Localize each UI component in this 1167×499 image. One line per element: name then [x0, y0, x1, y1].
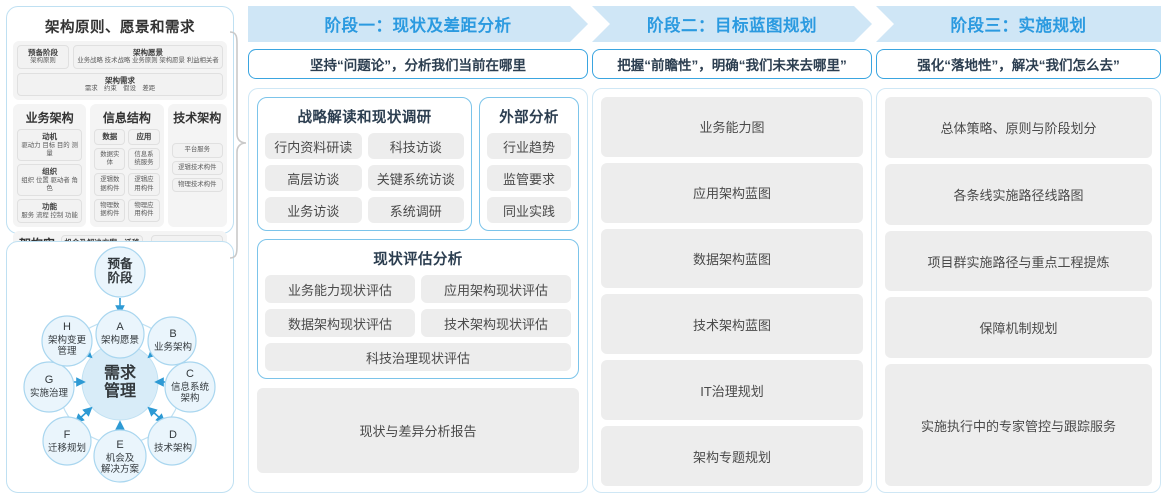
togaf-cell-function: 功能 服务 流程 控制 功能 — [17, 199, 83, 224]
svg-text:H: H — [63, 321, 71, 333]
svg-text:技术架构: 技术架构 — [154, 442, 192, 454]
togaf-cell-physical-app: 物理应用构件 — [128, 199, 160, 222]
svg-text:A: A — [116, 321, 124, 333]
togaf-cell-requirements: 架构需求 需求 约束 假设 差距 — [17, 72, 223, 97]
svg-text:预备: 预备 — [107, 256, 133, 271]
svg-text:B: B — [169, 328, 176, 340]
phase-2-body: 业务能力图 应用架构蓝图 数据架构蓝图 技术架构蓝图 IT治理规划 架构专题规划 — [592, 88, 872, 493]
tile-phase2-5[interactable]: 架构专题规划 — [601, 426, 863, 486]
card-strategy-research: 战略解读和现状调研 行内资料研读 科技访谈 高层访谈 关键系统访谈 业务访谈 系… — [257, 97, 472, 231]
svg-text:管理: 管理 — [104, 381, 136, 400]
tile-gap-analysis-report[interactable]: 现状与差异分析报告 — [257, 388, 579, 473]
svg-text:F: F — [64, 429, 71, 441]
togaf-column-information: 信息结构 数据 数据实体 逻辑数据构件 — [90, 104, 164, 228]
tile-assessment-0[interactable]: 业务能力现状评估 — [265, 275, 415, 303]
svg-text:架构愿景: 架构愿景 — [101, 334, 139, 346]
togaf-cell-prelim: 预备阶段 架构原则 — [17, 45, 69, 69]
tile-external-1[interactable]: 监管要求 — [487, 165, 571, 191]
svg-text:机会及: 机会及 — [106, 452, 135, 464]
svg-text:架构: 架构 — [180, 392, 199, 404]
svg-text:管理: 管理 — [57, 345, 77, 357]
card-strategy-title: 战略解读和现状调研 — [297, 110, 432, 126]
tile-phase3-0[interactable]: 总体策略、原则与阶段划分 — [885, 97, 1152, 158]
togaf-cell-data: 数据 — [94, 129, 126, 145]
tile-phase2-1[interactable]: 应用架构蓝图 — [601, 162, 863, 223]
svg-text:解决方案: 解决方案 — [101, 463, 140, 475]
tile-assessment-3[interactable]: 技术架构现状评估 — [421, 309, 571, 337]
grouping-bracket-icon — [229, 31, 247, 259]
togaf-cell-motivation: 动机 驱动力 目标 目的 测量 — [17, 129, 83, 162]
svg-text:业务架构: 业务架构 — [154, 341, 192, 353]
svg-text:迁移规划: 迁移规划 — [48, 442, 86, 454]
togaf-cell-data-entity: 数据实体 — [94, 147, 126, 171]
tile-strategy-2[interactable]: 高层访谈 — [265, 165, 362, 191]
togaf-cell-is-service: 信息系统服务 — [128, 147, 160, 171]
svg-text:D: D — [169, 429, 177, 441]
togaf-cell-application: 应用 — [128, 129, 160, 145]
phase-3-body: 总体策略、原则与阶段划分 各条线实施路径线路图 项目群实施路径与重点工程提炼 保… — [876, 88, 1161, 493]
phase-ribbon-2: 阶段二：目标蓝图规划 — [592, 6, 872, 42]
svg-text:信息系统: 信息系统 — [171, 381, 210, 393]
card-assessment-title: 现状评估分析 — [373, 252, 463, 268]
phase-1-title: 阶段一：现状及差距分析 — [324, 17, 512, 35]
togaf-cell-vision: 架构愿景 业务战略 技术战略 业务原则 架构愿景 利益相关者 — [73, 45, 223, 69]
svg-text:需求: 需求 — [104, 363, 137, 382]
togaf-title: 架构原则、愿景和需求 — [45, 20, 195, 36]
togaf-architecture-columns: 业务架构 动机 驱动力 目标 目的 测量 组织 组织 位置 驱动者 角色 功能 — [13, 104, 228, 228]
tile-phase3-2[interactable]: 项目群实施路径与重点工程提炼 — [885, 230, 1152, 292]
togaf-vision-section: 预备阶段 架构原则 架构愿景 业务战略 技术战略 业务原则 架构愿景 利益相关者… — [13, 41, 227, 101]
svg-text:E: E — [116, 439, 123, 451]
phase-ribbon-3: 阶段三：实施规划 — [876, 6, 1161, 42]
togaf-cell-logical-tech: 逻辑技术构件 — [171, 160, 224, 176]
tile-phase2-3[interactable]: 技术架构蓝图 — [601, 294, 863, 355]
tile-strategy-4[interactable]: 业务访谈 — [265, 197, 362, 223]
phase-1-subtitle: 坚持“问题论”，分析我们当前在哪里 — [248, 49, 588, 79]
phase-2-title: 阶段二：目标蓝图规划 — [647, 17, 817, 35]
togaf-cell-physical-data: 物理数据构件 — [94, 199, 126, 222]
togaf-content-framework: 架构原则、愿景和需求 预备阶段 架构原则 架构愿景 业务战略 技术战略 业务原则… — [6, 6, 234, 273]
togaf-column-technology: 技术架构 平台服务 逻辑技术构件 物理技术构件 — [167, 104, 228, 228]
phase-1-body: 战略解读和现状调研 行内资料研读 科技访谈 高层访谈 关键系统访谈 业务访谈 系… — [248, 88, 588, 493]
svg-text:架构变更: 架构变更 — [48, 334, 87, 346]
svg-text:实施治理: 实施治理 — [30, 387, 69, 399]
phase-3-subtitle: 强化“落地性”，解决“我们怎么去” — [876, 49, 1161, 79]
tile-strategy-3[interactable]: 关键系统访谈 — [367, 165, 464, 191]
svg-text:G: G — [45, 374, 54, 386]
tile-phase2-2[interactable]: 数据架构蓝图 — [601, 228, 863, 289]
tile-phase2-0[interactable]: 业务能力图 — [601, 97, 863, 157]
adm-cycle-panel: 需求 管理 预备 阶段 A 架构愿景 — [6, 241, 234, 493]
togaf-cell-logical-app: 逻辑应用构件 — [128, 173, 160, 197]
togaf-cell-platform-service: 平台服务 — [171, 143, 224, 158]
tile-phase2-4[interactable]: IT治理规划 — [601, 360, 863, 421]
tile-phase3-1[interactable]: 各条线实施路径线路图 — [885, 163, 1152, 225]
tile-assessment-1[interactable]: 应用架构现状评估 — [421, 275, 571, 303]
card-external-analysis: 外部分析 行业趋势 监管要求 同业实践 — [479, 97, 579, 231]
tile-phase3-4[interactable]: 实施执行中的专家管控与跟踪服务 — [885, 364, 1152, 486]
svg-text:C: C — [186, 368, 194, 380]
phase-2-subtitle: 把握“前瞻性”，明确“我们未来去哪里” — [592, 49, 872, 79]
tile-assessment-governance[interactable]: 科技治理现状评估 — [265, 343, 571, 371]
card-current-assessment: 现状评估分析 业务能力现状评估 应用架构现状评估 数据架构现状评估 技术架构现状… — [257, 239, 579, 379]
togaf-cell-logical-data: 逻辑数据构件 — [94, 173, 126, 197]
tile-strategy-0[interactable]: 行内资料研读 — [265, 133, 362, 159]
phase-3-title: 阶段三：实施规划 — [950, 17, 1087, 35]
left-column: 架构原则、愿景和需求 预备阶段 架构原则 架构愿景 业务战略 技术战略 业务原则… — [6, 6, 234, 493]
svg-text:阶段: 阶段 — [107, 270, 133, 285]
card-external-title: 外部分析 — [499, 110, 559, 126]
togaf-cell-physical-tech: 物理技术构件 — [171, 178, 224, 193]
tile-external-0[interactable]: 行业趋势 — [487, 133, 571, 159]
phase-ribbon-1: 阶段一：现状及差距分析 — [248, 6, 588, 42]
tile-strategy-5[interactable]: 系统调研 — [367, 197, 464, 223]
tile-strategy-1[interactable]: 科技访谈 — [367, 133, 464, 159]
togaf-column-business: 业务架构 动机 驱动力 目标 目的 测量 组织 组织 位置 驱动者 角色 功能 — [13, 104, 87, 228]
togaf-cell-organization: 组织 组织 位置 驱动者 角色 — [17, 164, 83, 197]
adm-cycle-diagram: 需求 管理 预备 阶段 A 架构愿景 — [23, 246, 216, 483]
tile-phase3-3[interactable]: 保障机制规划 — [885, 297, 1152, 359]
tile-external-2[interactable]: 同业实践 — [487, 197, 571, 223]
tile-assessment-2[interactable]: 数据架构现状评估 — [265, 309, 415, 337]
